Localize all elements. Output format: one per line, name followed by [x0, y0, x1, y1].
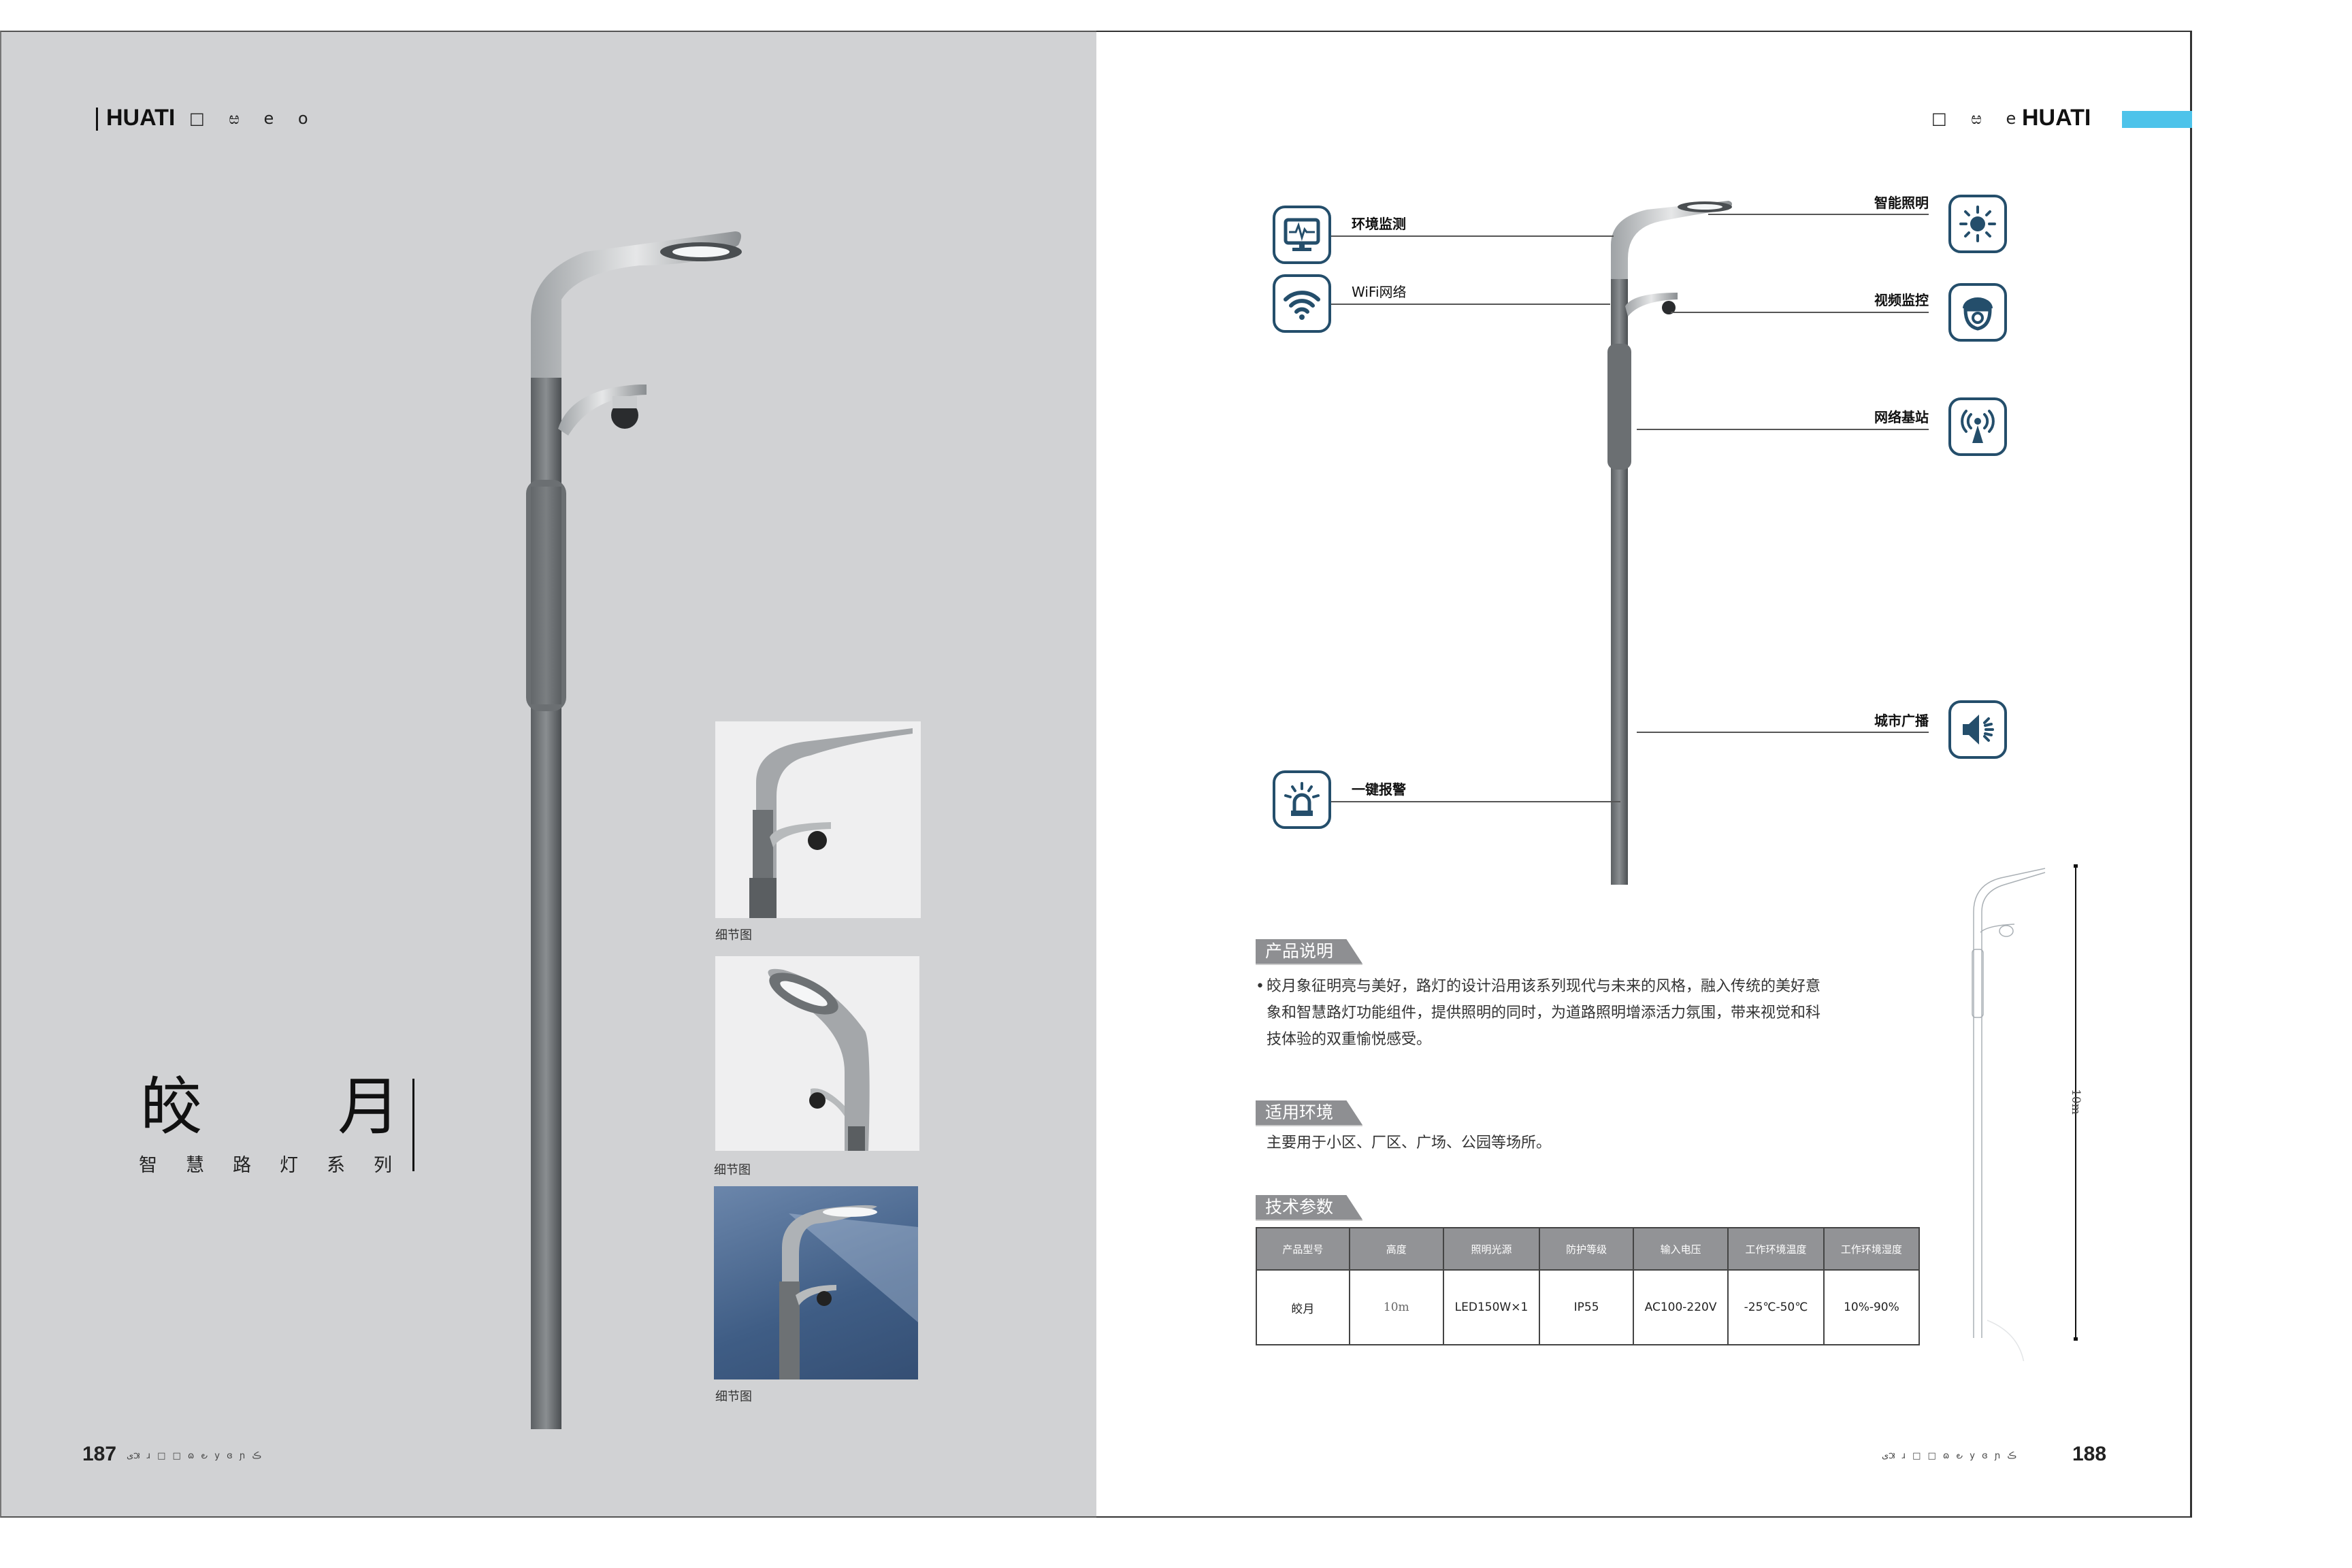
- column-header: 产品型号: [1256, 1227, 1350, 1271]
- title-char-1: 皎: [140, 1071, 203, 1143]
- specs-table: 产品型号 高度 照明光源 防护等级 输入电压 工作环境温度 工作环境湿度 皎月 …: [1256, 1227, 1921, 1345]
- table-cell: 10m: [1348, 1269, 1444, 1345]
- page-number-left: 187: [82, 1443, 117, 1465]
- detail-image-1[interactable]: [715, 721, 921, 918]
- antenna-tower-icon[interactable]: [1948, 397, 2007, 456]
- brand-logo: HUATI: [106, 105, 176, 131]
- subtitle-char: 智: [139, 1155, 157, 1176]
- subtitle-char: 慧: [186, 1155, 204, 1176]
- table-cell: IP55: [1539, 1269, 1635, 1345]
- section-heading-environment: 适用环境: [1256, 1100, 1362, 1125]
- feature-label-base-station: 网络基站: [1874, 409, 1929, 425]
- detail-image-2[interactable]: [715, 956, 919, 1151]
- callout-line: [1637, 429, 1929, 430]
- street-light-render: [526, 231, 742, 1429]
- divider: [1256, 1220, 1362, 1221]
- callout-line: [1708, 214, 1929, 215]
- feature-label-environment: 环境监测: [1352, 216, 1406, 232]
- callout-line: [1637, 732, 1929, 733]
- subtitle-char: 系: [327, 1155, 345, 1176]
- detail-caption-1: 细节图: [715, 928, 752, 943]
- accent-bar: [2122, 111, 2192, 128]
- detail-caption-2: 细节图: [714, 1163, 751, 1177]
- feature-label-video: 视频监控: [1874, 292, 1929, 308]
- callout-line: [1331, 235, 1614, 237]
- dome-camera-icon[interactable]: [1948, 283, 2007, 342]
- header-divider: [96, 108, 98, 131]
- subtitle: 智 慧 路 灯 系 列: [139, 1150, 392, 1177]
- detail-caption-3: 细节图: [715, 1390, 752, 1404]
- callout-line: [1671, 312, 1929, 313]
- brand-glyphs-right: □ ಱ e: [1931, 109, 2026, 128]
- brand-glyphs: □ ಱ e o: [189, 109, 318, 128]
- column-header: 输入电压: [1633, 1227, 1729, 1271]
- column-header: 防护等级: [1539, 1227, 1635, 1271]
- sun-light-icon[interactable]: [1948, 195, 2007, 253]
- page-number-right: 188: [2072, 1443, 2107, 1465]
- monitor-pulse-icon[interactable]: [1273, 206, 1331, 264]
- table-cell: -25℃-50℃: [1727, 1269, 1825, 1345]
- feature-label-broadcast: 城市广播: [1874, 713, 1929, 729]
- divider: [1256, 964, 1362, 965]
- footer-text-right: ﻯ౫ ︎ɹ □ □ ɷ ౿ y ɞ ɲ ڪ: [1882, 1451, 2017, 1461]
- description-text: •皎月象征明亮与美好，路灯的设计沿用该系列现代与未来的风格，融入传统的美好意 象…: [1256, 973, 1929, 1053]
- street-light-diagram: [1607, 201, 1732, 885]
- subtitle-char: 灯: [280, 1155, 298, 1176]
- brand-logo-right: HUATI: [2022, 105, 2091, 131]
- column-header: 工作环境温度: [1727, 1227, 1825, 1271]
- feature-label-alarm: 一键报警: [1352, 781, 1406, 798]
- environment-text: 主要用于小区、厂区、广场、公园等场所。: [1267, 1134, 1552, 1152]
- callout-line: [1331, 304, 1610, 305]
- bullet: •: [1256, 978, 1264, 995]
- description-line: 技体验的双重愉悦感受。: [1267, 1031, 1432, 1048]
- table-row: 皎月 10m LED150W×1 IP55 AC100-220V -25℃-50…: [1256, 1269, 1921, 1345]
- table-cell: 皎月: [1256, 1269, 1350, 1345]
- detail-image-3[interactable]: [714, 1186, 918, 1379]
- subtitle-char: 路: [233, 1155, 251, 1176]
- subtitle-char: 列: [374, 1155, 392, 1176]
- footer-text-left: ﻯ౫ ︎ɹ □ □ ɷ ౿ y ɞ ɲ ڪ: [127, 1451, 262, 1461]
- table-header-row: 产品型号 高度 照明光源 防护等级 输入电压 工作环境温度 工作环境湿度: [1256, 1227, 1921, 1271]
- speaker-icon[interactable]: [1948, 700, 2007, 759]
- column-header: 工作环境湿度: [1823, 1227, 1921, 1271]
- section-heading-specs: 技术参数: [1256, 1195, 1362, 1220]
- column-header: 照明光源: [1442, 1227, 1541, 1271]
- description-line: 皎月象征明亮与美好，路灯的设计沿用该系列现代与未来的风格，融入传统的美好意: [1267, 978, 1821, 995]
- description-line: 象和智慧路灯功能组件，提供照明的同时，为道路照明增添活力氛围，带来视觉和科: [1267, 1004, 1821, 1022]
- section-heading-description: 产品说明: [1256, 939, 1362, 964]
- callout-line: [1331, 801, 1620, 802]
- table-cell: 10%-90%: [1823, 1269, 1921, 1345]
- wifi-icon[interactable]: [1273, 274, 1331, 333]
- divider: [1256, 1125, 1362, 1126]
- column-header: 高度: [1348, 1227, 1444, 1271]
- table-cell: AC100-220V: [1633, 1269, 1729, 1345]
- alarm-siren-icon[interactable]: [1273, 770, 1331, 829]
- pole-line-drawing: [1972, 864, 2078, 1361]
- feature-label-lighting: 智能照明: [1874, 195, 1929, 211]
- dimension-label: 10m: [2069, 1089, 2082, 1115]
- table-cell: LED150W×1: [1442, 1269, 1541, 1345]
- title-divider: [412, 1079, 414, 1171]
- feature-label-wifi: WiFi网络: [1352, 284, 1407, 300]
- title-char-2: 月: [338, 1071, 401, 1143]
